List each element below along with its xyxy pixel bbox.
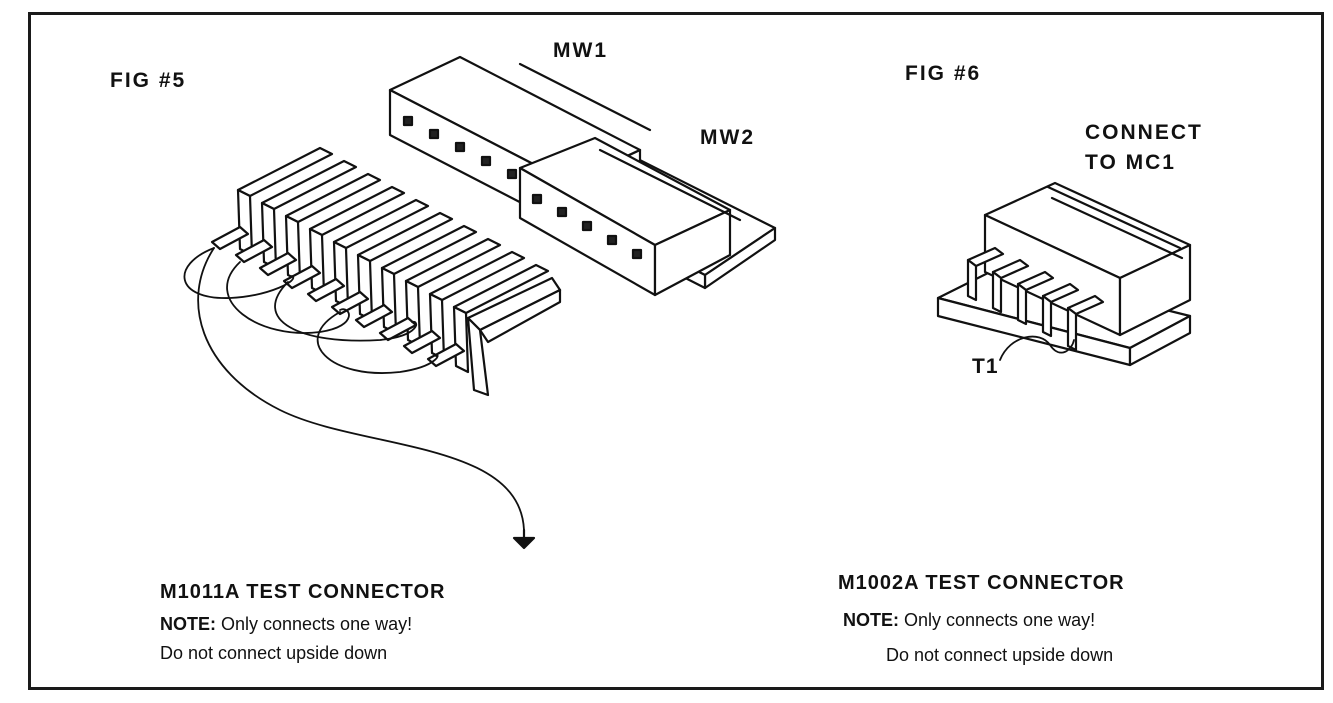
connector-finger [354, 224, 478, 335]
jumper-wires [183, 247, 525, 531]
t1-jumper-wire [999, 335, 1075, 361]
mw2-housing [518, 136, 742, 297]
connector-pin [1066, 294, 1105, 352]
connector-finger [306, 198, 430, 309]
connector-pin [991, 258, 1030, 314]
connector-end-post [466, 276, 562, 397]
fig6-note: NOTE: Only connects one way! [843, 611, 1095, 629]
diagram-border [28, 12, 1324, 690]
fig6-title: M1002A TEST CONNECTOR [838, 572, 1125, 594]
connector-finger [426, 263, 550, 374]
fig5-label: FIG #5 [110, 69, 187, 92]
connector-finger [330, 211, 454, 322]
note-label: NOTE: [160, 614, 216, 634]
fig5-note: NOTE: Only connects one way! [160, 615, 412, 633]
note-text: Only connects one way! [899, 610, 1096, 630]
connector-finger [234, 159, 358, 270]
connector-finger [210, 146, 334, 257]
fig5-title: M1011A TEST CONNECTOR [160, 581, 446, 603]
m1002a-connector [936, 181, 1192, 367]
ground-icon [512, 528, 536, 550]
ground-wire [197, 247, 525, 531]
note-label: NOTE: [843, 610, 899, 630]
mw2-label: MW2 [700, 126, 755, 149]
connector-pin [966, 246, 1005, 302]
connector-finger [258, 172, 382, 283]
fig6-note-line2: Do not connect upside down [886, 645, 1114, 665]
fig6-label: FIG #6 [905, 62, 982, 85]
connect-label-line1: CONNECT [1085, 121, 1203, 144]
m1011a-connector [183, 146, 562, 550]
fig5-note-line2: Do not connect upside down [160, 643, 388, 663]
connector-finger [282, 185, 406, 296]
connector-pin [1016, 270, 1055, 326]
mw1-label: MW1 [553, 39, 608, 62]
mw-receptacle-block [388, 55, 777, 297]
t1-label: T1 [972, 355, 999, 378]
note-text: Only connects one way! [216, 614, 413, 634]
connector-pin [1041, 282, 1080, 338]
connect-label-line2: TO MC1 [1085, 151, 1176, 174]
